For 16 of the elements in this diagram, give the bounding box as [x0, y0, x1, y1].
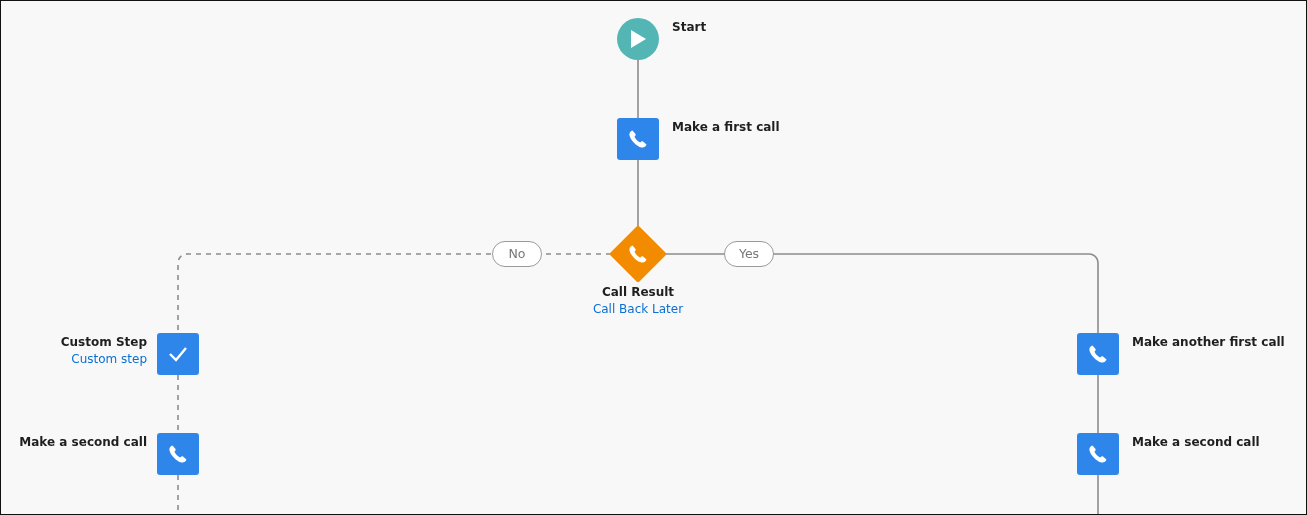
connector	[637, 59, 639, 119]
step-subtitle: Call Back Later	[592, 301, 684, 318]
step-title: Make a second call	[1132, 434, 1260, 451]
step-title: Custom Step	[60, 334, 147, 351]
connector	[637, 159, 639, 228]
connector	[1097, 474, 1099, 514]
step-title: Start	[672, 19, 707, 36]
edge-label: Yes	[724, 241, 774, 267]
step-title: Call Result	[600, 284, 676, 301]
step-title: Make a second call	[19, 434, 147, 451]
step-title: Make another first call	[1132, 334, 1285, 351]
step-subtitle: Custom step	[70, 351, 147, 368]
edge-label: No	[492, 241, 542, 267]
step-title: Make a first call	[672, 119, 780, 136]
connector	[664, 253, 1099, 334]
connector	[1097, 374, 1099, 434]
